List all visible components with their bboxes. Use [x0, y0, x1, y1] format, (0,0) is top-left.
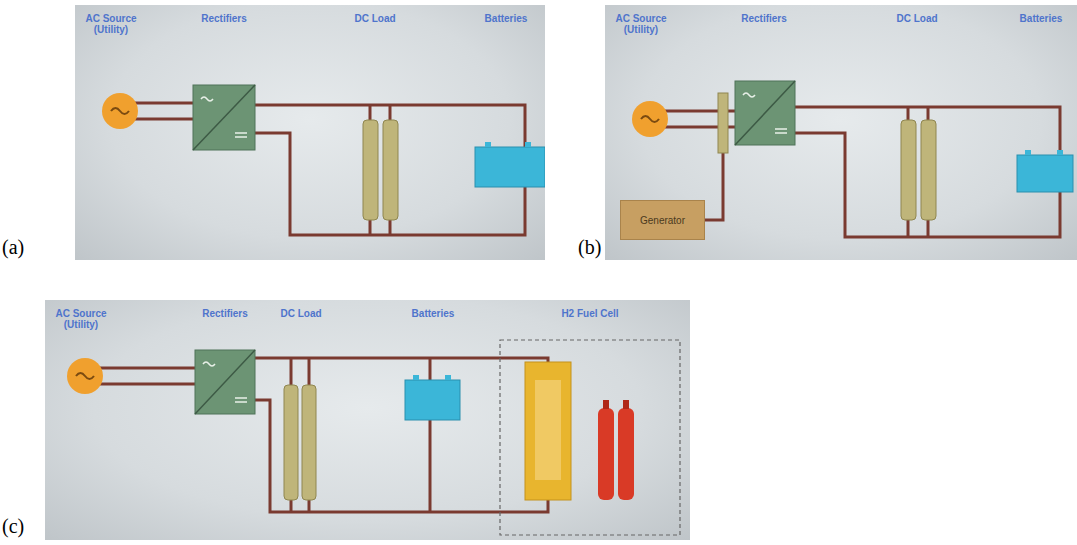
- column-heading: AC Source (Utility): [83, 13, 139, 35]
- panel-letter: (b): [578, 236, 618, 258]
- panel-letter: (c): [2, 515, 42, 537]
- column-heading: Batteries: [401, 308, 465, 319]
- node-label: Generator: [640, 215, 685, 226]
- column-heading: DC Load: [271, 308, 331, 319]
- column-heading: AC Source (Utility): [53, 308, 109, 330]
- slide-photo: AC Source (Utility) Rectifiers DC Load Batt…: [605, 5, 1077, 260]
- column-heading: Rectifiers: [733, 13, 795, 24]
- panel-letter: (a): [2, 236, 42, 258]
- generator-box: Generator: [620, 200, 705, 240]
- column-heading: Rectifiers: [195, 308, 255, 319]
- column-heading: DC Load: [345, 13, 405, 24]
- slide-photo: AC Source (Utility) Rectifiers DC Load Batt…: [75, 5, 545, 260]
- slide-photo: AC Source (Utility) Rectifiers DC Load Batt…: [45, 300, 690, 540]
- circuit-drawing: [45, 300, 690, 540]
- column-heading: AC Source (Utility): [613, 13, 669, 35]
- column-heading: DC Load: [887, 13, 947, 24]
- column-heading: Batteries: [471, 13, 541, 24]
- circuit-drawing: [75, 5, 545, 260]
- column-heading: H2 Fuel Cell: [550, 308, 630, 319]
- column-heading: Batteries: [1009, 13, 1073, 24]
- column-heading: Rectifiers: [193, 13, 255, 24]
